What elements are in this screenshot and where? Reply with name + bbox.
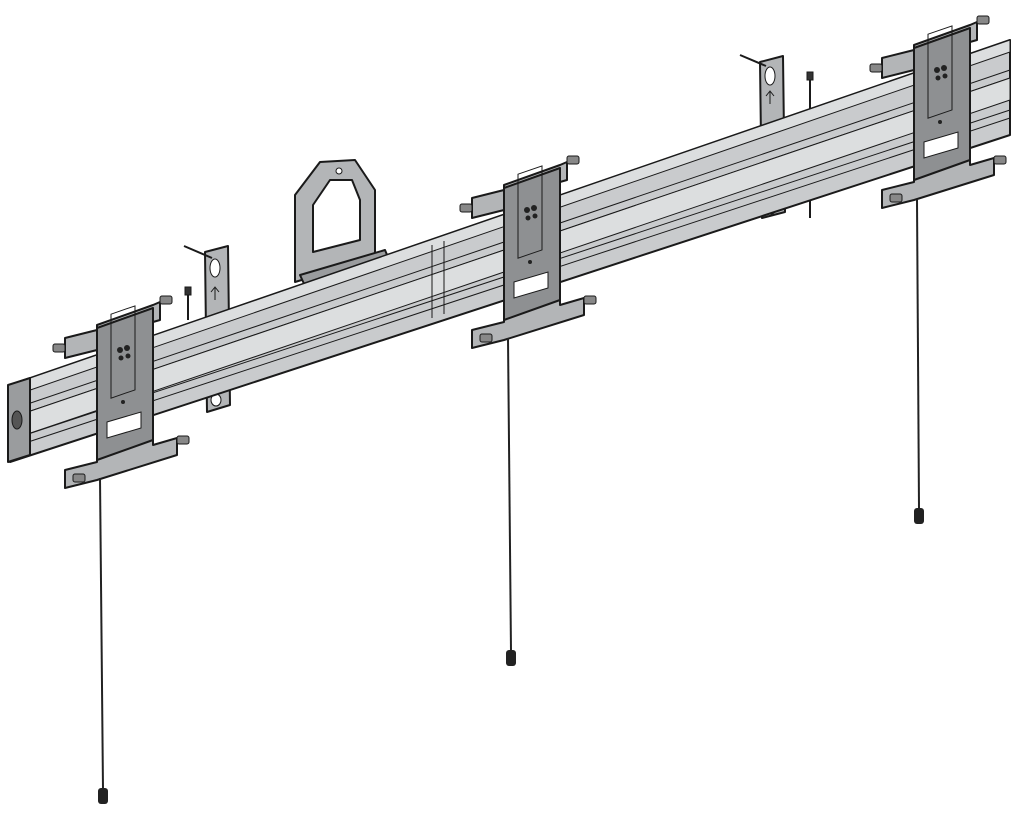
pull-cord[interactable] — [506, 337, 516, 666]
cord-tip[interactable] — [98, 788, 108, 804]
pull-cord[interactable] — [98, 477, 108, 804]
mounting-plate — [52, 295, 190, 489]
mounting-plate — [459, 155, 597, 349]
cord-tip[interactable] — [914, 508, 924, 524]
mounting-plate — [869, 15, 1007, 209]
pull-cord[interactable] — [914, 199, 924, 524]
cord-tip[interactable] — [506, 650, 516, 666]
